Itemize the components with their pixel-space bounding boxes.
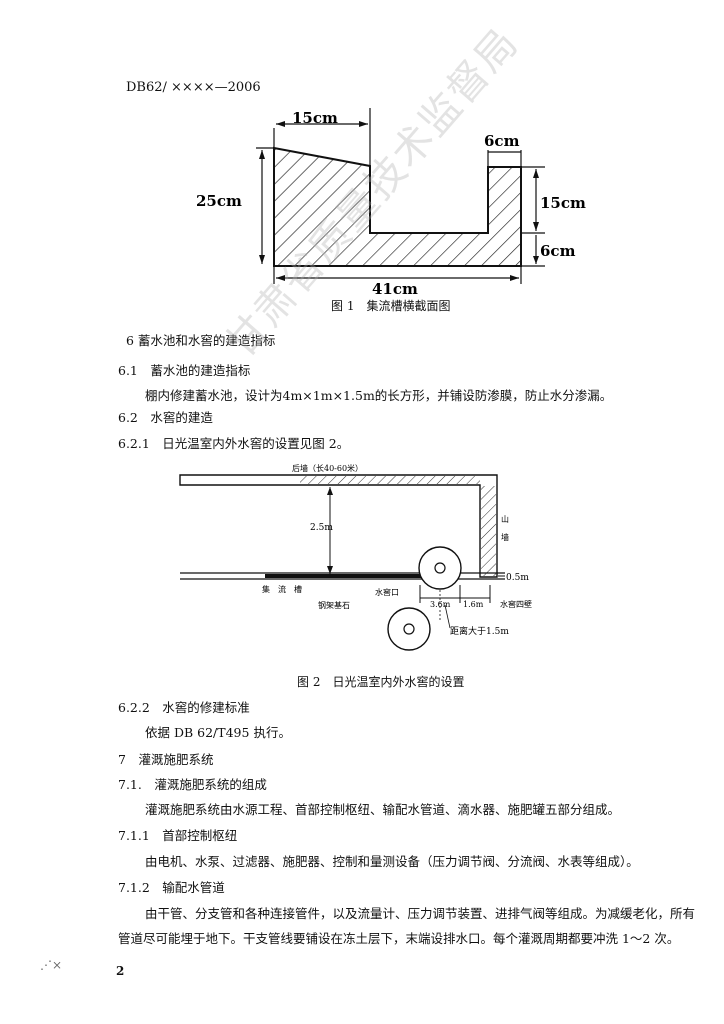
section-6-heading: 6 蓄水池和水窖的建造指标 <box>126 333 276 348</box>
section-7-1-2-text-line-1: 由干管、分支管和各种连接管件，以及流量计、压力调节装置、进排气阀等组成。为减缓老… <box>145 906 696 921</box>
label-pillar-stone: 钢架基石 <box>318 600 350 610</box>
figure-2-caption: 图 2 日光温室内外水窖的设置 <box>297 675 465 689</box>
section-7-1-1-heading: 7.1.1 首部控制枢纽 <box>118 828 238 843</box>
section-6-1-heading: 6.1 蓄水池的建造指标 <box>118 363 251 378</box>
section-7-1-1-text: 由电机、水泵、过滤器、施肥器、控制和量测设备（压力调节阀、分流阀、水表等组成）。 <box>145 854 639 869</box>
label-cellar-wall: 水窖四壁 <box>500 599 532 609</box>
section-6-2-1-heading: 6.2.1 日光温室内外水窖的设置见图 2。 <box>118 436 350 451</box>
section-6-2-2-heading: 6.2.2 水窖的修建标准 <box>118 700 250 715</box>
label-6cm-base: 6cm <box>540 242 576 260</box>
section-7-1-text: 灌溉施肥系统由水源工程、首部控制枢纽、输配水管道、滴水器、施肥罐五部分组成。 <box>145 802 621 817</box>
section-7-1-2-text-line-2: 管道尽可能埋于地下。干支管线要铺设在冻土层下，末端设排水口。每个灌溉周期都要冲洗… <box>118 931 680 946</box>
document-code: DB62/ ××××—2006 <box>126 80 261 95</box>
label-back-wall: 后墙（长40-60米） <box>292 463 363 473</box>
figure-1-caption: 图 1 集流槽横截面图 <box>331 299 451 313</box>
scan-mark-icon: ⋰⨯ <box>40 958 63 972</box>
section-6-2-2-text: 依据 DB 62/T495 执行。 <box>145 725 291 740</box>
label-gable-2: 墙 <box>501 532 509 542</box>
label-25cm: 25cm <box>196 192 242 210</box>
label-gable-1: 山 <box>501 514 509 524</box>
section-6-2-heading: 6.2 水窖的建造 <box>118 410 213 425</box>
label-cellar-mouth: 水窖口 <box>375 587 399 597</box>
section-6-1-text: 棚内修建蓄水池，设计为4m×1m×1.5m的长方形，并铺设防渗膜，防止水分渗漏。 <box>145 388 613 403</box>
label-channel: 集 流 槽 <box>262 584 302 594</box>
figure-2-diagram: 后墙（长40-60米） 2.5m 山 墙 0.5m 集 流 槽 钢架基石 水窖口… <box>179 463 532 651</box>
page-number: 2 <box>116 964 125 978</box>
section-7-1-2-heading: 7.1.2 输配水管道 <box>118 880 225 895</box>
back-wall <box>179 474 498 578</box>
label-distance-note: 距离大于1.5m <box>450 625 509 637</box>
figure-1-diagram: 15cm 6cm 25cm 15cm 6cm 41cm <box>196 108 586 298</box>
label-depth: 0.5m <box>506 573 529 583</box>
label-6cm-top: 6cm <box>484 132 520 150</box>
label-dist-a: 3.6m <box>430 600 451 609</box>
section-7-heading: 7 灌溉施肥系统 <box>118 752 214 767</box>
section-7-1-heading: 7.1. 灌溉施肥系统的组成 <box>118 777 267 792</box>
label-dist-b: 1.6m <box>463 600 484 609</box>
label-41cm: 41cm <box>372 280 418 298</box>
label-height: 2.5m <box>310 523 333 533</box>
label-15cm-right: 15cm <box>540 194 586 212</box>
label-15cm-top: 15cm <box>292 109 338 127</box>
